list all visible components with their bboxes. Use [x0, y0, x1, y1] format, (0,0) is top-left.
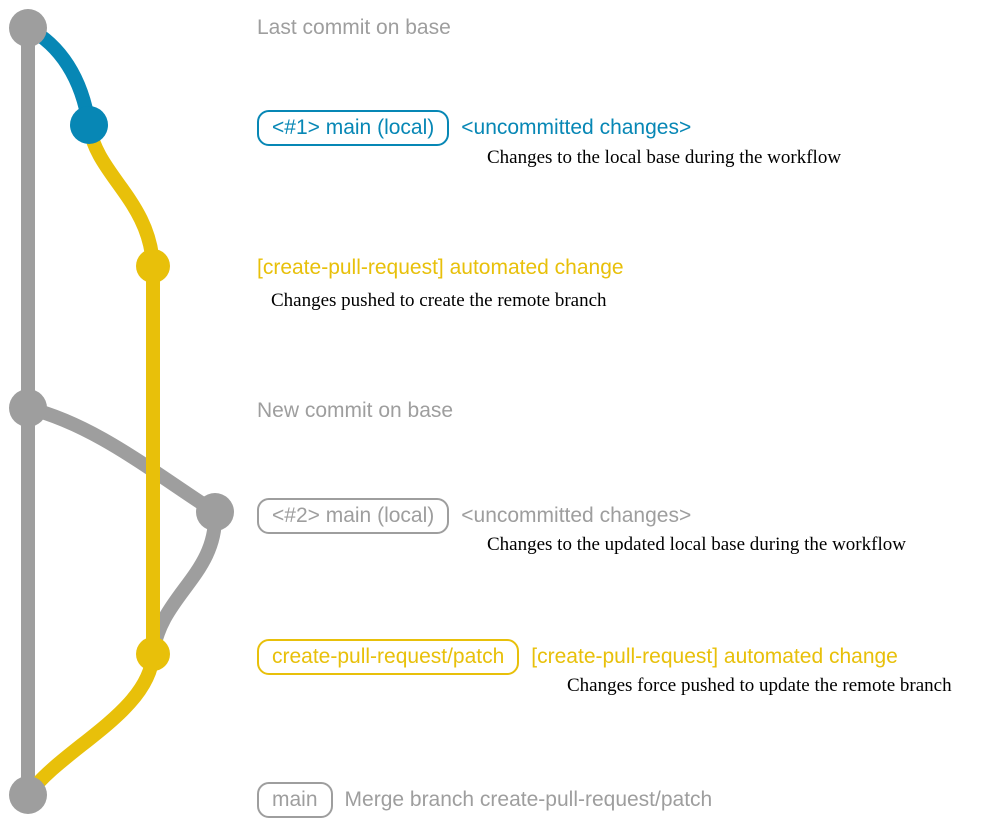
row-merge-commit: main Merge branch create-pull-request/pa… — [257, 782, 712, 818]
commit-nodes — [9, 9, 234, 814]
node-patch-commit-2[interactable] — [136, 637, 170, 671]
note-automated-change-1: Changes pushed to create the remote bran… — [271, 290, 607, 311]
node-base-head[interactable] — [9, 9, 47, 47]
headline-new-commit-on-base: New commit on base — [257, 399, 454, 422]
headline-last-commit-on-base: Last commit on base — [257, 16, 451, 39]
node-merge-commit[interactable] — [9, 776, 47, 814]
node-local-commit-2[interactable] — [196, 493, 234, 531]
patch-to-merge-line — [21, 647, 160, 802]
patch-branch-line — [82, 118, 160, 661]
note-automated-change-2: Changes force pushed to update the remot… — [567, 675, 952, 696]
row-local-2: <#2> main (local) <uncommitted changes> — [257, 498, 691, 534]
local2-to-patch2-line — [146, 505, 223, 661]
commit-subject-local-2: <uncommitted changes> — [461, 504, 692, 527]
ref-pill-local-1[interactable]: <#1> main (local) — [257, 110, 450, 146]
note-local-2: Changes to the updated local base during… — [487, 534, 906, 555]
row-local-1: <#1> main (local) <uncommitted changes> — [257, 110, 691, 146]
ref-pill-local-2[interactable]: <#2> main (local) — [257, 498, 450, 534]
headline-automated-change-1: [create-pull-request] automated change — [257, 256, 624, 279]
base-to-local2-line — [21, 401, 222, 519]
commit-subject-merge: Merge branch create-pull-request/patch — [344, 788, 713, 811]
node-base-new-commit[interactable] — [9, 389, 47, 427]
commit-subject-automated-change-2: [create-pull-request] automated change — [531, 645, 898, 668]
ref-pill-main[interactable]: main — [257, 782, 333, 818]
node-local-commit-1[interactable] — [70, 106, 108, 144]
row-automated-change-2: create-pull-request/patch [create-pull-r… — [257, 639, 898, 675]
ref-pill-create-pull-request-patch[interactable]: create-pull-request/patch — [257, 639, 520, 675]
node-patch-commit-1[interactable] — [136, 249, 170, 283]
note-local-1: Changes to the local base during the wor… — [487, 147, 842, 168]
commit-subject-local-1: <uncommitted changes> — [461, 116, 692, 139]
